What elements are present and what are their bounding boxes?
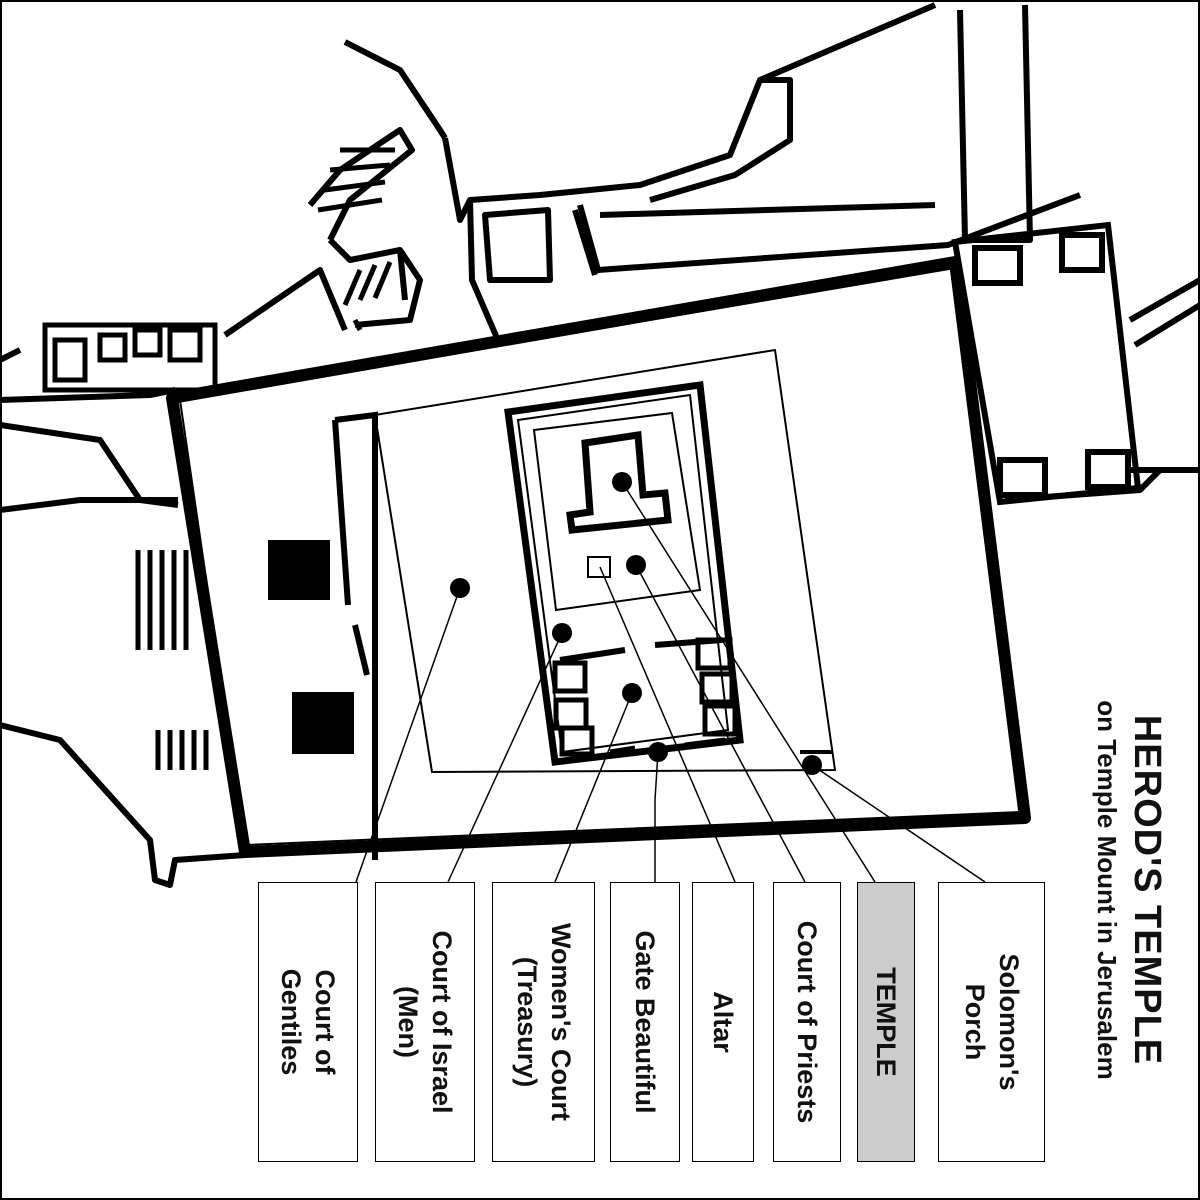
solomons-porch-structure bbox=[951, 221, 1142, 506]
diagram-title: HEROD'S TEMPLE bbox=[1126, 714, 1168, 1066]
label-court-of-israel: Court of Israel(Men) bbox=[375, 882, 475, 1162]
leader-court-of-gentiles bbox=[355, 587, 461, 883]
leader-temple bbox=[621, 481, 876, 883]
marker-dots bbox=[450, 472, 822, 775]
west-gate-block bbox=[42, 322, 218, 393]
label-temple: TEMPLE bbox=[857, 882, 915, 1162]
leader-altar bbox=[599, 566, 736, 883]
marker-gate-beautiful bbox=[648, 742, 668, 762]
temple-courts bbox=[504, 381, 744, 766]
diagram-subtitle: on Temple Mount in Jerusalem bbox=[1092, 700, 1122, 1080]
leader-gate-beautiful bbox=[654, 751, 659, 882]
marker-womens-court bbox=[622, 683, 642, 703]
gate-block-north bbox=[268, 540, 330, 600]
inner-enclosure bbox=[332, 348, 837, 860]
leader-womens-court bbox=[554, 692, 633, 883]
leader-court-of-priests bbox=[635, 564, 806, 883]
outer-wall-inner-edge bbox=[178, 266, 1022, 847]
label-court-of-priests: Court of Priests bbox=[773, 882, 841, 1162]
label-womens-court: Women's Court(Treasury) bbox=[492, 882, 595, 1162]
marker-solomons-porch bbox=[802, 755, 822, 775]
leader-court-of-israel bbox=[447, 632, 563, 883]
marker-court-of-gentiles bbox=[450, 578, 470, 598]
marker-court-of-israel bbox=[552, 623, 572, 643]
stairs bbox=[135, 147, 395, 770]
leader-lines bbox=[355, 481, 986, 883]
label-altar: Altar bbox=[692, 882, 754, 1162]
title-block: HEROD'S TEMPLE on Temple Mount in Jerusa… bbox=[1065, 590, 1195, 1190]
leader-solomons-porch bbox=[811, 764, 986, 883]
label-gate-beautiful: Gate Beautiful bbox=[610, 882, 680, 1162]
marker-temple bbox=[612, 472, 632, 492]
sanctuary-outline bbox=[566, 430, 672, 534]
marker-court-of-priests bbox=[626, 555, 646, 575]
gate-block-south bbox=[292, 692, 354, 754]
altar-square bbox=[587, 556, 611, 578]
